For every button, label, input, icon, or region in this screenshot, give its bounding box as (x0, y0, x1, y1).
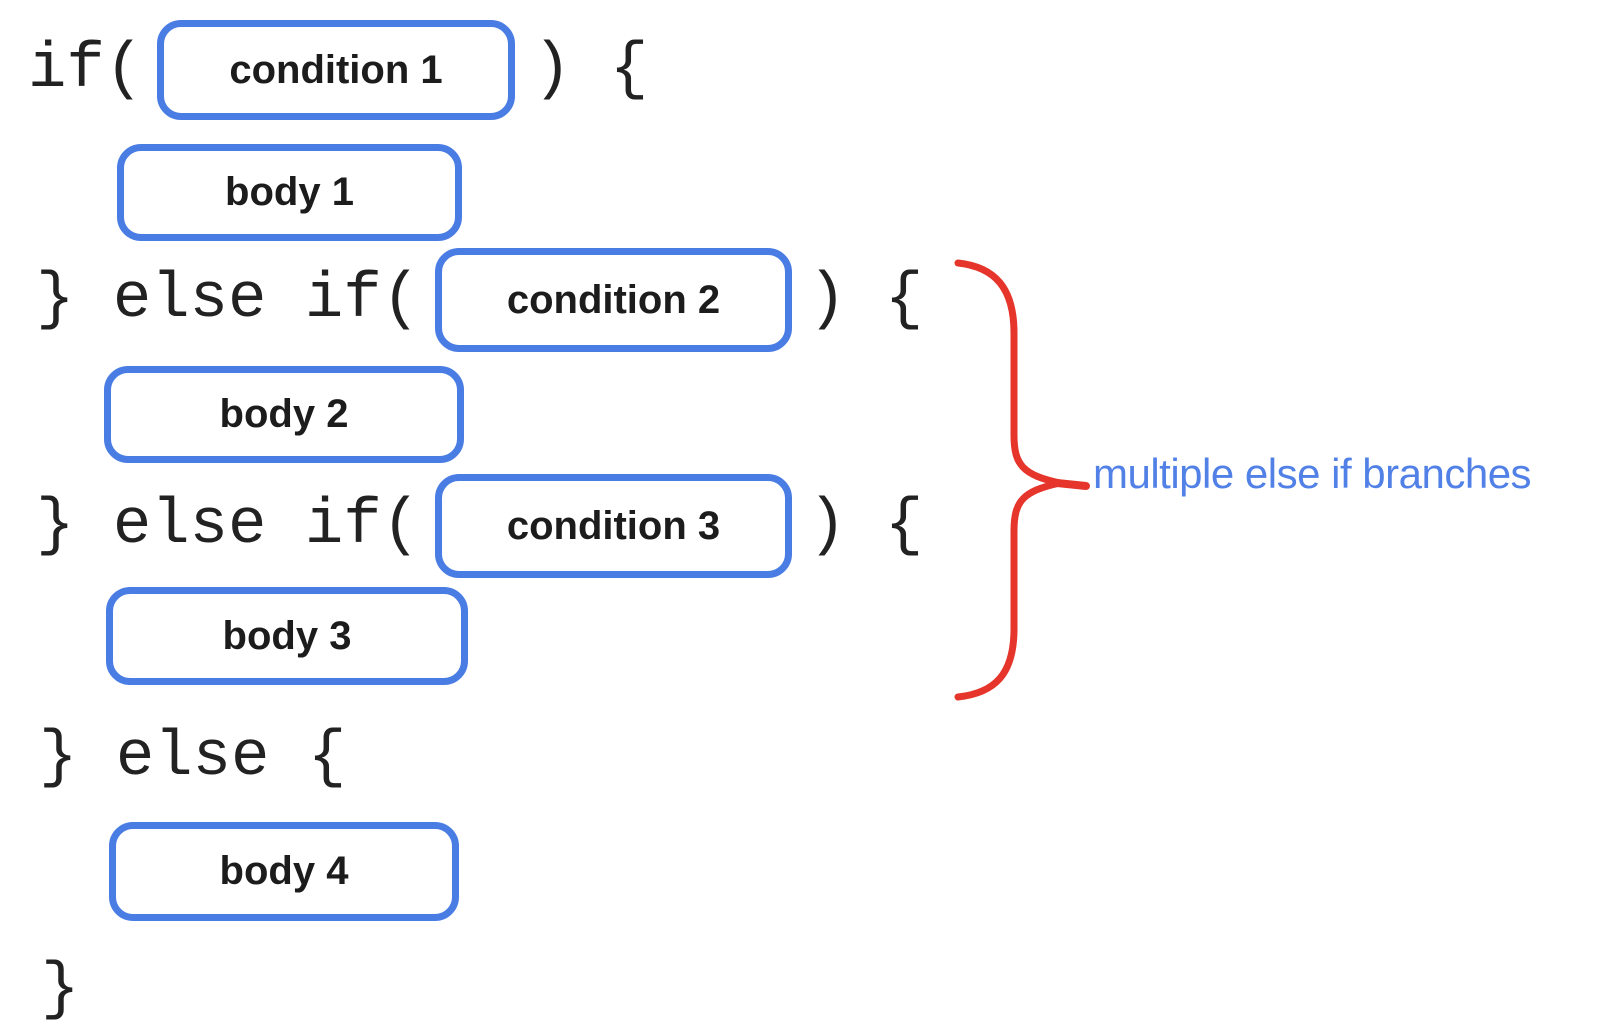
code-close-paren-open-brace-2: ) { (808, 264, 924, 336)
body4-label: body 4 (219, 849, 349, 893)
code-if-open: if( (28, 34, 144, 106)
condition1-box: condition 1 (157, 20, 515, 120)
annotation-label: multiple else if branches (1093, 450, 1532, 497)
body3-box: body 3 (106, 587, 468, 685)
condition3-box: condition 3 (435, 474, 792, 578)
condition2-box: condition 2 (435, 248, 792, 352)
body1-box: body 1 (117, 144, 462, 241)
body2-label: body 2 (219, 392, 349, 436)
body4-box: body 4 (109, 822, 459, 921)
condition1-label: condition 1 (229, 47, 443, 92)
code-else-if-open-1: } else if( (36, 264, 421, 336)
code-close-paren-open-brace-3: ) { (808, 490, 924, 562)
condition2-label: condition 2 (506, 277, 721, 322)
condition3-label: condition 3 (506, 503, 721, 548)
body1-label: body 1 (225, 170, 354, 214)
code-else-open: } else { (39, 722, 347, 794)
code-final-close-brace: } (41, 954, 80, 1026)
curly-brace-right-icon (945, 255, 1115, 710)
code-else-if-open-2: } else if( (36, 490, 421, 562)
code-close-paren-open-brace-1: ) { (533, 34, 649, 106)
body2-box: body 2 (104, 366, 464, 463)
body3-label: body 3 (222, 613, 352, 658)
